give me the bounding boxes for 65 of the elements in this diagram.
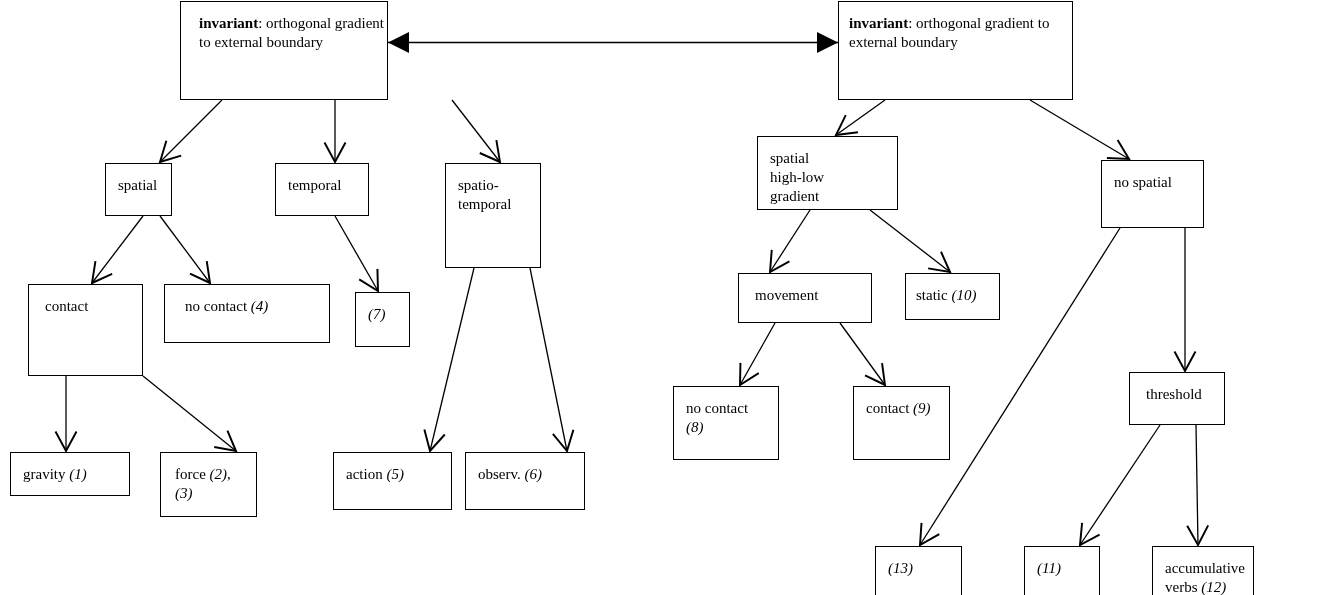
node-label: threshold	[1146, 385, 1203, 404]
concept-box	[1152, 546, 1254, 595]
arrow	[529, 267, 575, 452]
arrow	[839, 322, 886, 386]
concept-box	[853, 386, 950, 460]
node-label: contact	[45, 297, 90, 316]
node-label: movement	[755, 286, 820, 305]
arrow	[159, 99, 223, 163]
concept-box	[28, 284, 143, 376]
node-label: action (5)	[346, 465, 405, 484]
arrow	[323, 99, 347, 163]
concept-box	[333, 452, 452, 510]
node-label: accumulative verbs (12)	[1165, 559, 1246, 595]
concept-box	[355, 292, 410, 347]
arrow	[919, 227, 1121, 546]
concept-box	[875, 546, 962, 595]
node-label: force (2), (3)	[175, 465, 232, 503]
arrow	[159, 215, 211, 284]
arrow	[1029, 99, 1130, 160]
node-label: invariant: orthogonal gradient to external boundary	[849, 14, 1051, 52]
node-label: static (10)	[916, 286, 978, 305]
concept-box	[164, 284, 330, 343]
node-label: (7)	[368, 305, 387, 324]
node-label: observ. (6)	[478, 465, 544, 484]
node-label: (13)	[888, 559, 914, 578]
arrow	[1079, 424, 1161, 546]
concept-box	[10, 452, 130, 496]
concept-box	[838, 1, 1073, 100]
node-label: contact (9)	[866, 399, 932, 418]
node-label: spatial high-low gradient	[770, 149, 826, 206]
concept-box	[445, 163, 541, 268]
concept-box	[105, 163, 172, 216]
arrow	[1173, 227, 1197, 372]
arrow	[769, 209, 811, 273]
arrow	[334, 215, 379, 292]
double-arrow	[387, 32, 839, 53]
node-label: gravity (1)	[23, 465, 88, 484]
concept-box	[1129, 372, 1225, 425]
concept-box	[1024, 546, 1100, 595]
arrow	[91, 215, 144, 284]
concept-box	[738, 273, 872, 323]
concept-box	[465, 452, 585, 510]
arrow	[142, 375, 237, 452]
arrow	[835, 99, 886, 136]
concept-box	[160, 452, 257, 517]
node-label: no contact (4)	[185, 297, 270, 316]
arrow	[451, 99, 501, 163]
node-label: invariant: orthogonal gradient to external boundary	[199, 14, 385, 52]
node-label: (11)	[1037, 559, 1062, 578]
concept-box	[673, 386, 779, 460]
arrow	[54, 375, 78, 452]
arrow	[1186, 424, 1210, 546]
node-label: temporal	[288, 176, 343, 195]
concept-box	[275, 163, 369, 216]
arrow	[739, 322, 776, 386]
arrow	[423, 267, 475, 452]
node-label: spatio-temporal	[458, 176, 513, 214]
concept-box	[180, 1, 388, 100]
concept-box	[757, 136, 898, 210]
concept-box	[905, 273, 1000, 320]
node-label: no contact (8)	[686, 399, 750, 437]
node-label: spatial	[118, 176, 159, 195]
arrow	[869, 209, 951, 273]
node-label: no spatial	[1114, 173, 1173, 192]
concept-box	[1101, 160, 1204, 228]
